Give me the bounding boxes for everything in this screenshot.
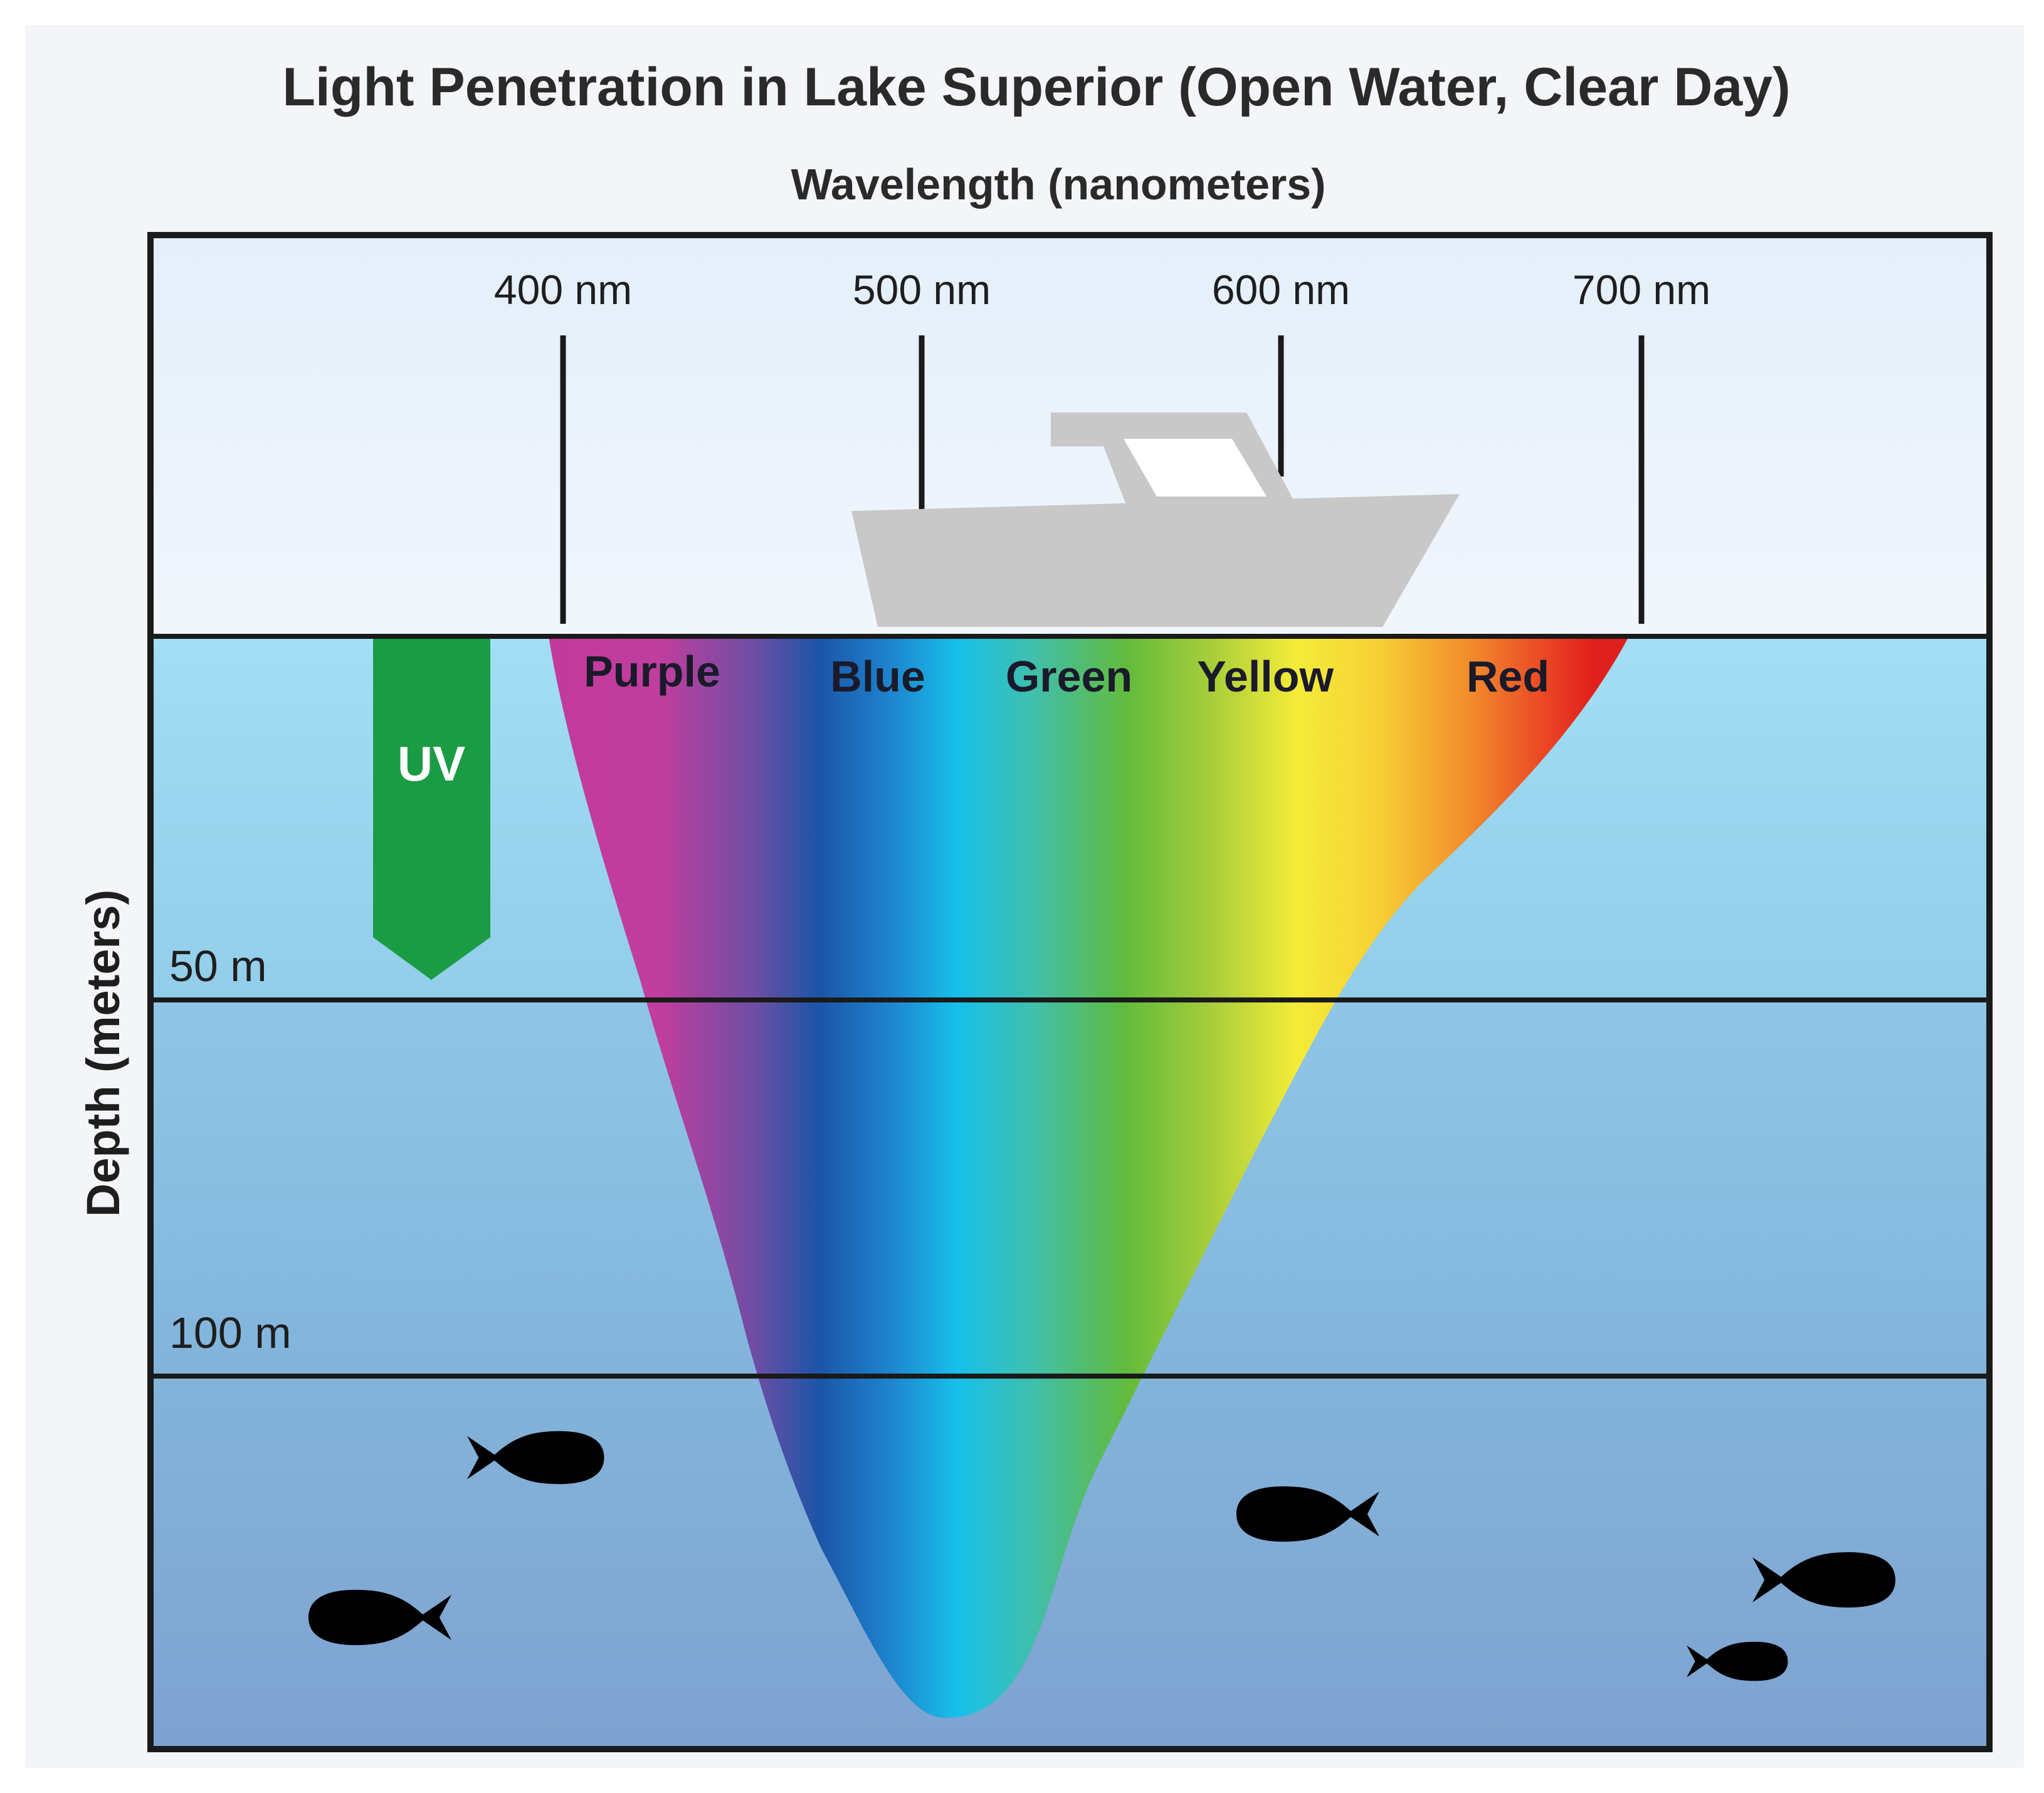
boat-icon [851,413,1460,627]
x-axis-label: Wavelength (nanometers) [791,160,1325,209]
tick-label-600: 600 nm [1212,266,1350,313]
fish-icon [1687,1641,1788,1681]
band-label-red: Red [1467,652,1549,701]
tick-label-500: 500 nm [853,266,991,313]
y-axis-label: Depth (meters) [77,890,129,1217]
band-label-green: Green [1006,652,1132,701]
band-label-yellow: Yellow [1197,652,1334,701]
band-label-purple: Purple [584,647,720,696]
tick-label-700: 700 nm [1573,266,1710,313]
fish-icon [467,1431,604,1485]
light-penetration-diagram: Light Penetration in Lake Superior (Open… [77,57,1993,1752]
uv-label: UV [398,736,465,791]
fish-icon [308,1589,451,1646]
uv-arrow [373,636,490,980]
depth-label-50: 50 m [169,942,267,991]
band-label-blue: Blue [830,652,925,701]
light-spectrum-cone [549,636,1629,1718]
tick-label-400: 400 nm [494,266,632,313]
diagram-title: Light Penetration in Lake Superior (Open… [282,57,1790,117]
fish-icon [1236,1486,1379,1542]
diagram-panel: Light Penetration in Lake Superior (Open… [25,25,2024,1768]
diagram-frame [147,232,1993,1752]
fish-icon [1752,1552,1895,1608]
depth-label-100: 100 m [169,1308,292,1357]
